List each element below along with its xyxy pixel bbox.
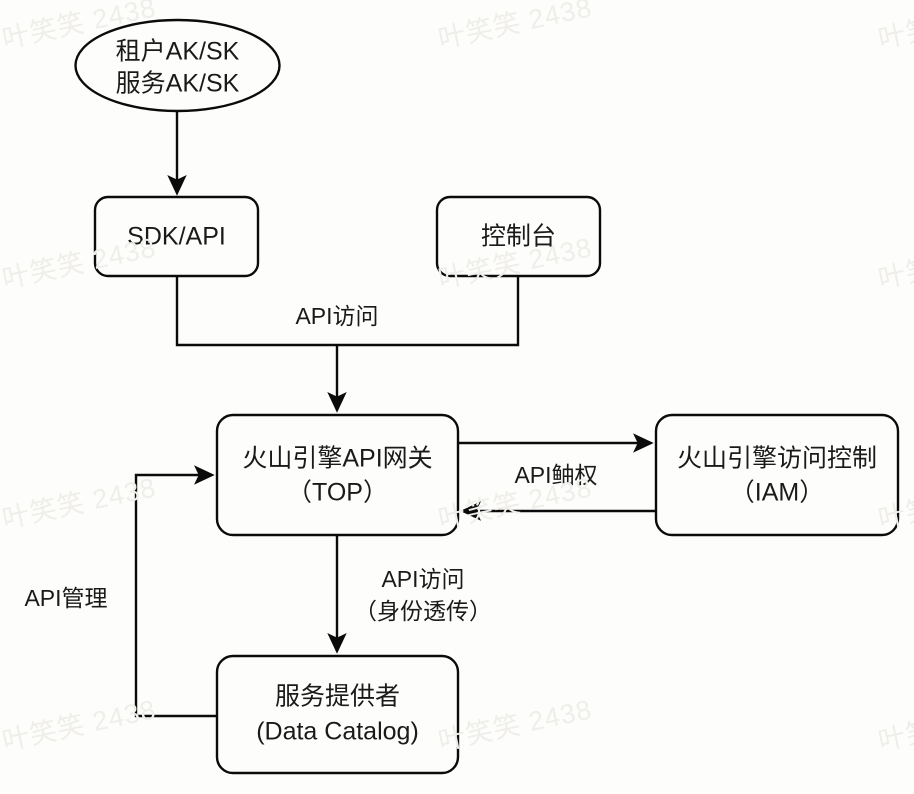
- edge-label-api-access-top: API访问: [295, 303, 378, 329]
- node-iam-line1: 火山引擎访问控制: [677, 445, 877, 473]
- edge-label-api-management: API管理: [24, 585, 107, 611]
- node-console[interactable]: [435, 195, 602, 278]
- edge-label-api-access-identity-line2: （身份透传）: [354, 598, 492, 624]
- node-api-gateway-line2: （TOP）: [287, 479, 388, 507]
- node-api-gateway-line1: 火山引擎API网关: [242, 445, 432, 473]
- node-api-gateway[interactable]: [215, 413, 460, 537]
- node-iam-line2: （IAM）: [730, 479, 824, 507]
- node-credentials[interactable]: [74, 18, 281, 113]
- node-service-provider-line1: 服务提供者: [275, 683, 400, 711]
- node-service-provider[interactable]: [215, 654, 460, 775]
- node-service-provider-line2: (Data Catalog): [256, 718, 419, 746]
- node-credentials-line1: 租户AK/SK: [116, 38, 240, 66]
- node-credentials-line2: 服务AK/SK: [116, 70, 240, 98]
- node-sdk-api[interactable]: [93, 195, 260, 278]
- edge-label-api-access-identity-line1: API访问: [381, 566, 464, 592]
- node-console-label: 控制台: [481, 223, 556, 251]
- node-iam[interactable]: [654, 413, 900, 537]
- edge-service-to-gateway: [134, 465, 217, 718]
- edge-sdk-to-bus: [175, 276, 520, 347]
- node-sdk-api-label: SDK/API: [127, 223, 226, 251]
- edge-label-api-auth: API鲉权: [514, 462, 597, 488]
